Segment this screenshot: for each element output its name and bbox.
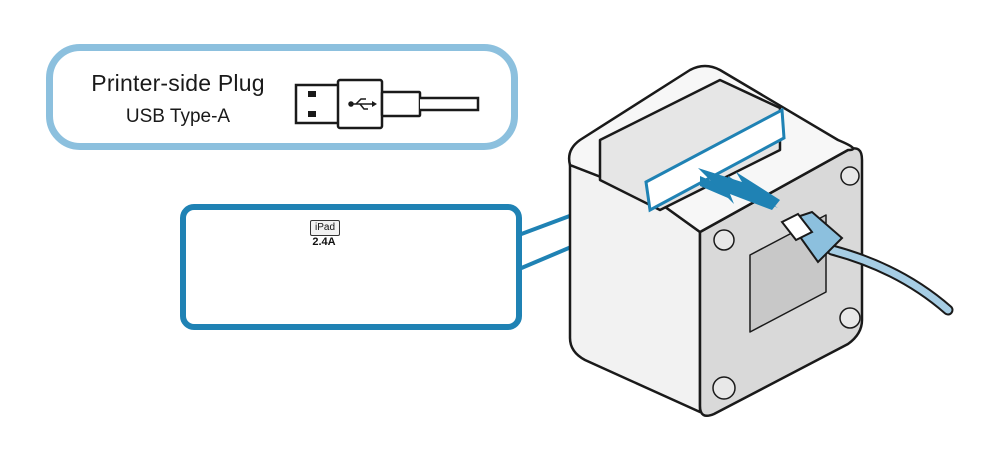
callout-title: Printer-side Plug <box>91 70 265 96</box>
port-closeup-panel <box>180 204 522 330</box>
usb-cable <box>780 210 954 316</box>
arrow-right-icon <box>698 168 780 210</box>
amperage-label: 2.4A <box>312 236 336 248</box>
usb-icon <box>348 98 377 110</box>
usb-plug-illustration <box>294 78 480 130</box>
printer-port-highlight <box>644 107 786 213</box>
callout-subtitle: USB Type-A <box>125 106 231 127</box>
ipad-badge: iPad <box>310 220 340 236</box>
